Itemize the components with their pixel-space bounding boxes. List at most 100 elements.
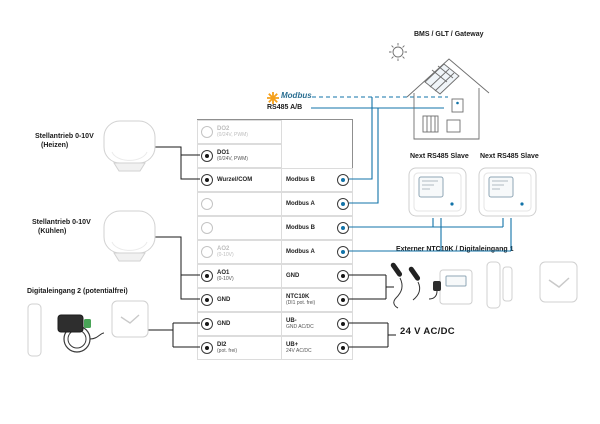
terminal-circle-empty [201, 222, 213, 234]
terminal-di2: DI2(pot. frei) [197, 336, 282, 360]
terminal-circle-modbus-b1 [337, 174, 349, 186]
terminal-label: GND [217, 296, 231, 303]
terminal-do2: DO2(0/24V, PWM) [197, 120, 282, 144]
terminal-gnd-right: GND [281, 264, 353, 288]
terminal-sub: (0/24V, PWM) [217, 131, 248, 138]
terminal-label: UB+ [286, 341, 299, 348]
terminal-ntc10k: NTC10K(DI1 pot. frei) [281, 288, 353, 312]
house-body [413, 88, 480, 140]
terminal-gnd-2: GND [197, 312, 282, 336]
terminal-label: DI2 [217, 341, 227, 348]
terminal-circle-ub-minus [337, 318, 349, 330]
terminal-label: NTC10K [286, 293, 310, 300]
rs485-slave-1-illustration [408, 167, 467, 217]
terminal-sub: (0/24V, PWM) [217, 155, 248, 162]
terminal-modbus-a2: Modbus A [281, 240, 353, 264]
terminal-label: Modbus A [286, 248, 315, 255]
thermostat-display-dot [456, 101, 459, 105]
terminal-circle-modbus-a2 [337, 246, 349, 258]
terminal-ao2: AO2(0-10V) [197, 240, 282, 264]
terminal-empty-2 [197, 216, 282, 240]
wire-actuator-heating [155, 146, 200, 180]
terminal-circle-ao2 [201, 246, 213, 258]
terminal-circle-modbus-a1 [337, 198, 349, 210]
wall-thermostat-icon [451, 98, 464, 113]
wall-button-icon [111, 300, 149, 338]
terminal-empty-1 [197, 192, 282, 216]
power-supply-label: 24 V AC/DC [400, 326, 455, 337]
terminal-do1: DO1(0/24V, PWM) [197, 144, 282, 168]
door-contact-icon [27, 303, 42, 357]
terminal-sub: (pot. frei) [217, 347, 238, 354]
terminal-label: GND [217, 320, 231, 327]
modbus-logo-text: Modbus [281, 91, 312, 100]
rs485-ab-label: RS485 A/B [267, 104, 303, 111]
external-ntc-label: Externer NTC10K / Digitaleingang 1 [396, 246, 514, 253]
actuator-cooling-illustration [103, 210, 156, 262]
terminal-label: DO1 [217, 149, 230, 156]
ntc-probe-icon [390, 262, 421, 309]
terminal-circle-di2 [201, 342, 213, 354]
terminal-ao1: AO1(0-10V) [197, 264, 282, 288]
terminal-modbus-b1: Modbus B [281, 168, 353, 192]
house-roof [406, 58, 490, 98]
terminal-label: Modbus B [286, 176, 315, 183]
actuator-cooling-title: Stellantrieb 0-10V [32, 219, 91, 226]
wall-button-icon [539, 261, 578, 303]
terminal-circle-gnd-right [337, 270, 349, 282]
digital-input-2-label: Digitaleingang 2 (potentialfrei) [27, 288, 128, 295]
bms-gateway-label: BMS / GLT / Gateway [414, 31, 484, 38]
rs485-slave-1-label: Next RS485 Slave [410, 153, 469, 160]
wire-external-ntc [349, 274, 394, 300]
controller-icon [446, 119, 461, 133]
external-ntc-devices [390, 261, 578, 309]
terminal-sub: GND AC/DC [286, 323, 314, 330]
terminal-circle-ntc10k [337, 294, 349, 306]
actuator-heating-title: Stellantrieb 0-10V [35, 133, 94, 140]
terminal-ub-minus: UB-GND AC/DC [281, 312, 353, 336]
terminal-gnd-1: GND [197, 288, 282, 312]
terminal-circle-com [201, 174, 213, 186]
rs485-slave-2-illustration [478, 167, 537, 217]
actuator-cooling-label: Stellantrieb 0-10V (Kühlen) [32, 218, 91, 236]
terminal-circle-ao1 [201, 270, 213, 282]
sensor-module-icon [428, 269, 473, 305]
terminal-circle-gnd [201, 318, 213, 330]
wire-actuator-cooling [155, 236, 200, 300]
terminal-label: AO1 [217, 269, 230, 276]
actuator-heating-illustration [103, 120, 156, 172]
terminal-block: DO2(0/24V, PWM) DO1(0/24V, PWM) Wurzel/C… [197, 119, 353, 360]
terminal-label: DO2 [217, 125, 230, 132]
terminal-label: GND [286, 272, 300, 279]
wire-digital-input-2 [148, 322, 200, 348]
terminal-label: UB- [286, 317, 297, 324]
terminal-label: Modbus A [286, 200, 315, 207]
terminal-modbus-a1: Modbus A [281, 192, 353, 216]
bms-house-illustration [389, 43, 490, 140]
terminal-circle-modbus-b2 [337, 222, 349, 234]
rs485-slave-2-label: Next RS485 Slave [480, 153, 539, 160]
terminal-circle-empty [201, 198, 213, 210]
terminal-label: AO2 [217, 245, 230, 252]
terminal-sub: (0-10V) [217, 275, 234, 282]
sun-icon [389, 43, 407, 61]
cable-sensor-icon [57, 314, 105, 353]
terminal-circle-gnd [201, 294, 213, 306]
terminal-sub: (0-10V) [217, 251, 234, 258]
actuator-heating-label: Stellantrieb 0-10V (Heizen) [35, 132, 94, 150]
actuator-cooling-sub: (Kühlen) [38, 228, 67, 236]
digital-input-2-devices [27, 300, 149, 357]
terminal-sub: (DI1 pot. frei) [286, 299, 316, 306]
terminal-label: Wurzel/COM [217, 176, 253, 183]
solar-panel-icon [424, 63, 460, 95]
door-contact-icon [486, 261, 513, 309]
terminal-sub: 24V AC/DC [286, 347, 312, 354]
terminal-modbus-b2: Modbus B [281, 216, 353, 240]
terminal-circle-do2 [201, 126, 213, 138]
radiator-icon [422, 115, 439, 133]
terminal-circle-do1 [201, 150, 213, 162]
terminal-circle-ub-plus [337, 342, 349, 354]
terminal-ub-plus: UB+24V AC/DC [281, 336, 353, 360]
terminal-wurzel-com: Wurzel/COM [197, 168, 282, 192]
